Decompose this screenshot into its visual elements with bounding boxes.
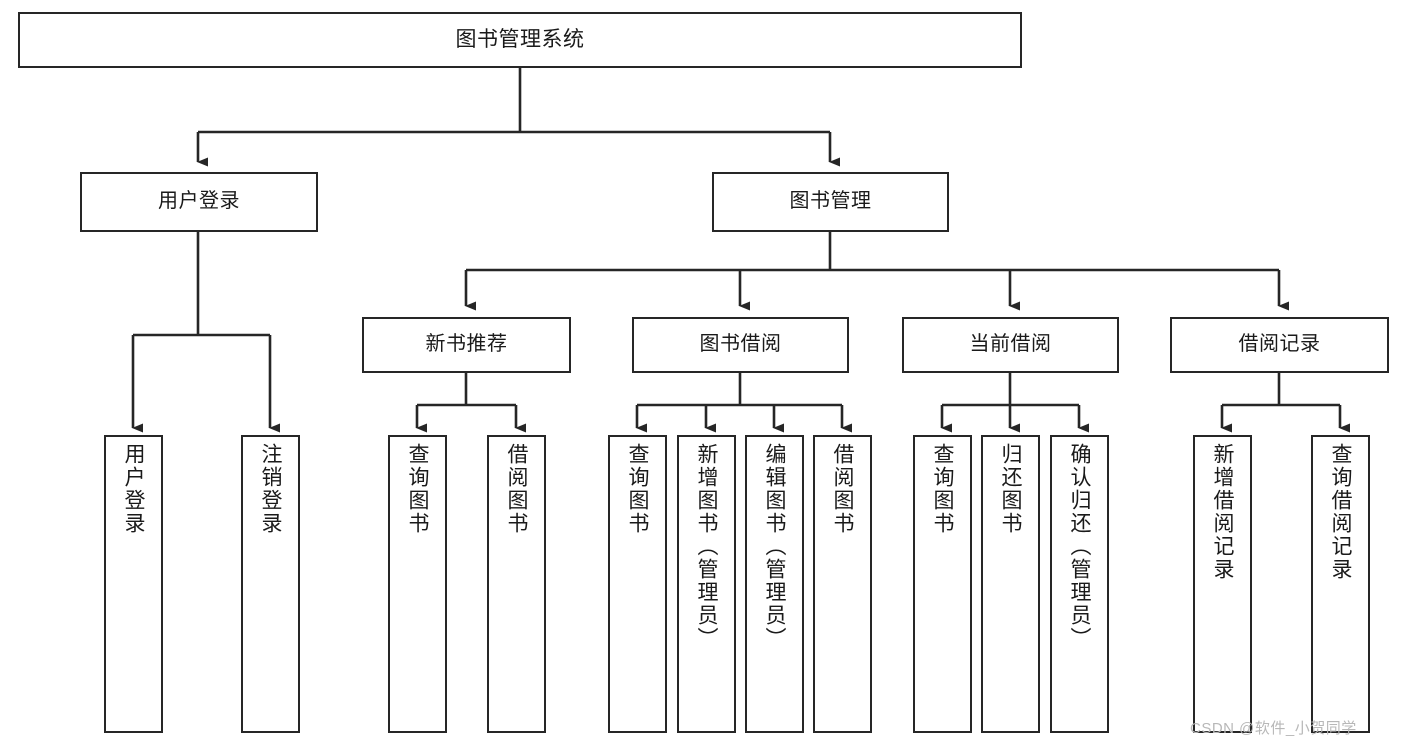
csdn-watermark: CSDN @软件_小贺同学 bbox=[1190, 720, 1357, 737]
node-label: 图书管理 bbox=[789, 190, 872, 213]
leaf-borrow-records-query-record[interactable]: 查询借阅记录 bbox=[1311, 435, 1370, 733]
leaf-borrow-records-add-record[interactable]: 新增借阅记录 bbox=[1193, 435, 1252, 733]
node-root-book-management-system[interactable]: 图书管理系统 bbox=[18, 12, 1022, 68]
node-label: 查询图书 bbox=[931, 443, 954, 535]
leaf-current-borrow-confirm-return-admin[interactable]: 确认归还（管理员） bbox=[1050, 435, 1109, 733]
node-current-borrow[interactable]: 当前借阅 bbox=[902, 317, 1119, 373]
node-book-management[interactable]: 图书管理 bbox=[712, 172, 949, 232]
node-label: 新增图书（管理员） bbox=[695, 443, 718, 650]
node-label: 新书推荐 bbox=[425, 333, 508, 356]
node-new-book-recommend[interactable]: 新书推荐 bbox=[362, 317, 571, 373]
node-label: 注销登录 bbox=[259, 443, 282, 535]
node-book-borrow[interactable]: 图书借阅 bbox=[632, 317, 849, 373]
node-label: 用户登录 bbox=[122, 443, 145, 535]
node-label: 查询借阅记录 bbox=[1329, 443, 1352, 581]
node-label: 当前借阅 bbox=[969, 333, 1052, 356]
leaf-book-borrow-borrow-book[interactable]: 借阅图书 bbox=[813, 435, 872, 733]
leaf-book-borrow-add-book-admin[interactable]: 新增图书（管理员） bbox=[677, 435, 736, 733]
node-label: 图书管理系统 bbox=[455, 27, 585, 51]
node-user-login[interactable]: 用户登录 bbox=[80, 172, 318, 232]
node-label: 归还图书 bbox=[999, 443, 1022, 535]
node-borrow-records[interactable]: 借阅记录 bbox=[1170, 317, 1389, 373]
node-label: 新增借阅记录 bbox=[1211, 443, 1234, 581]
node-label: 借阅图书 bbox=[505, 443, 528, 535]
node-label: 借阅记录 bbox=[1238, 333, 1321, 356]
node-label: 查询图书 bbox=[406, 443, 429, 535]
node-label: 查询图书 bbox=[626, 443, 649, 535]
node-label: 确认归还（管理员） bbox=[1068, 443, 1091, 650]
leaf-user-login-logout[interactable]: 注销登录 bbox=[241, 435, 300, 733]
leaf-current-borrow-return-book[interactable]: 归还图书 bbox=[981, 435, 1040, 733]
node-label: 编辑图书（管理员） bbox=[763, 443, 786, 650]
leaf-new-book-borrow-book[interactable]: 借阅图书 bbox=[487, 435, 546, 733]
node-label: 借阅图书 bbox=[831, 443, 854, 535]
node-label: 图书借阅 bbox=[699, 333, 782, 356]
node-label: 用户登录 bbox=[158, 190, 240, 213]
leaf-new-book-query-book[interactable]: 查询图书 bbox=[388, 435, 447, 733]
leaf-current-borrow-query-book[interactable]: 查询图书 bbox=[913, 435, 972, 733]
leaf-user-login-login[interactable]: 用户登录 bbox=[104, 435, 163, 733]
leaf-book-borrow-edit-book-admin[interactable]: 编辑图书（管理员） bbox=[745, 435, 804, 733]
leaf-book-borrow-query-book[interactable]: 查询图书 bbox=[608, 435, 667, 733]
